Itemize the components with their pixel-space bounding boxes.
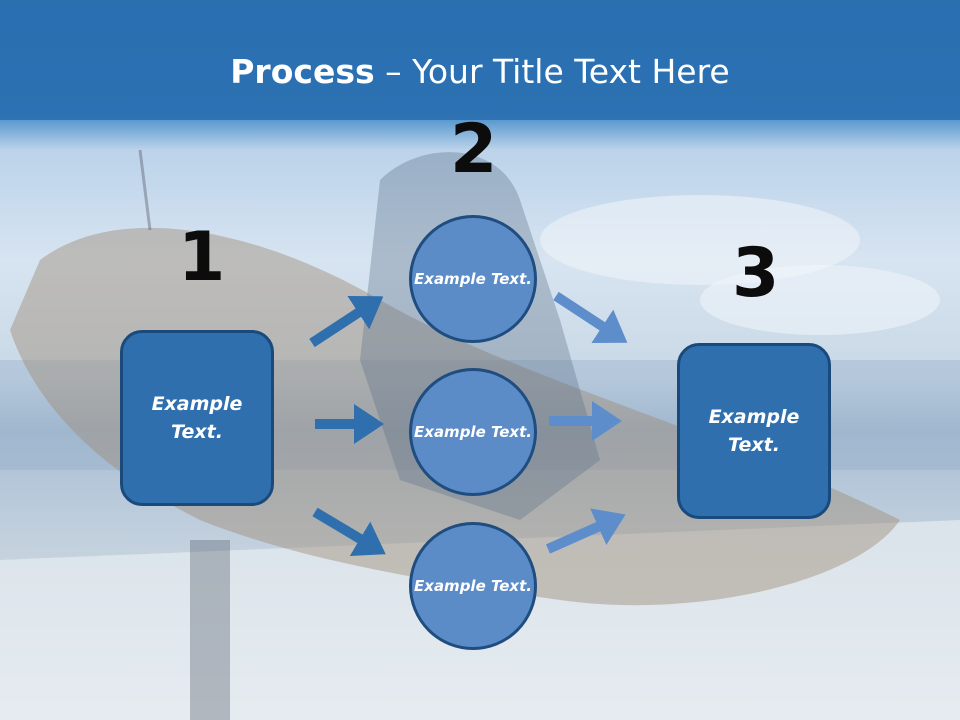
step-3-box: Example Text. (677, 343, 831, 519)
step-number-1: 1 (178, 218, 226, 297)
arrow-top-to-3 (553, 291, 628, 344)
middle-node-top: Example Text. (409, 215, 537, 343)
arrow-1-to-bottom (312, 507, 386, 557)
middle-node-bottom: Example Text. (409, 522, 537, 650)
middle-node-center-label: Example Text. (414, 422, 532, 441)
step-1-box: Example Text. (120, 330, 274, 506)
middle-node-bottom-label: Example Text. (414, 576, 532, 595)
middle-node-top-label: Example Text. (414, 269, 532, 288)
slide-title: Process – Your Title Text Here (0, 52, 960, 91)
step-number-2: 2 (450, 110, 498, 189)
middle-node-center: Example Text. (409, 368, 537, 496)
step-number-3: 3 (732, 234, 780, 313)
title-rest: – Your Title Text Here (374, 52, 730, 91)
arrow-1-to-top (309, 295, 384, 348)
title-bold: Process (230, 52, 375, 91)
step-3-label: Example Text. (708, 405, 800, 457)
arrow-bottom-to-3 (545, 508, 626, 554)
step-1-label: Example Text. (151, 392, 243, 444)
